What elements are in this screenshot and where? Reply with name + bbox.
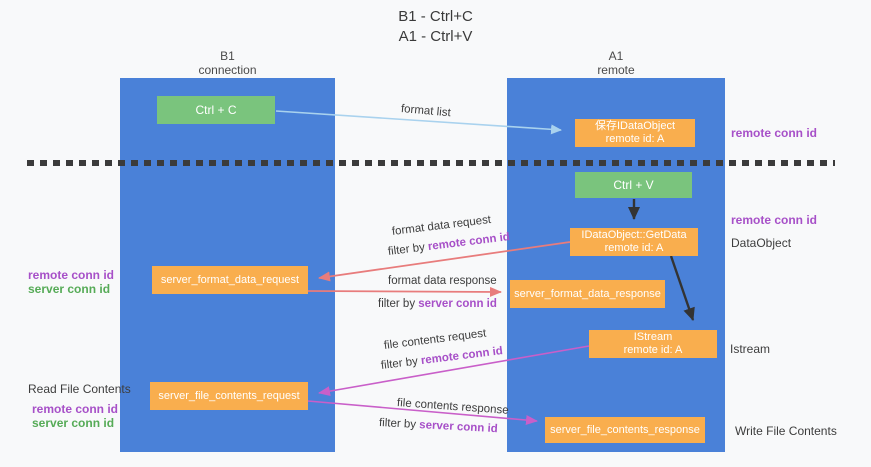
- remote-conn-id-text: remote conn id: [427, 231, 511, 254]
- server-format-data-request-box: server_format_data_request: [152, 266, 308, 294]
- server-file-contents-request-label: server_file_contents_request: [158, 389, 300, 402]
- copy-paste-divider-line: [27, 160, 835, 166]
- ctrl-c-label: Ctrl + C: [195, 102, 237, 117]
- filter-by-text: filter by: [378, 298, 419, 310]
- getdata-line1: IDataObject::GetData: [581, 229, 687, 241]
- getdata-box: IDataObject::GetData remote id: A: [570, 228, 698, 256]
- saved-dataobject-line2: remote id: A: [605, 133, 665, 145]
- diagram-title: B1 - Ctrl+C A1 - Ctrl+V: [0, 7, 871, 47]
- server-conn-id-text: server conn id: [418, 419, 499, 436]
- ctrl-v-label: Ctrl + V: [613, 177, 654, 192]
- server-file-contents-response-label: server_file_contents_response: [550, 423, 700, 436]
- istream-line1: IStream: [633, 331, 673, 343]
- title-line-1: B1 - Ctrl+C: [398, 8, 473, 25]
- b1-column-title: B1: [220, 49, 235, 63]
- file-contents-response-label: file contents response: [396, 397, 510, 417]
- write-file-contents-label: Write File Contents: [735, 424, 837, 438]
- server-file-contents-request-box: server_file_contents_request: [150, 382, 308, 410]
- right-clipboard-remote-conn-id-label: remote conn id: [731, 126, 818, 140]
- ctrl-c-box: Ctrl + C: [157, 96, 275, 124]
- left-file-remote-conn-id-label: remote conn id: [32, 402, 119, 416]
- server-format-data-response-box: server_format_data_response: [510, 280, 665, 308]
- istream-side-label: Istream: [730, 342, 771, 356]
- a1-column-header: A1 remote: [507, 49, 725, 77]
- format-data-response-arrow: [307, 286, 502, 297]
- format-list-label: format list: [400, 103, 452, 120]
- ctrl-v-box: Ctrl + V: [575, 172, 692, 198]
- filter-by-text: filter by: [387, 241, 429, 258]
- format-data-response-filter-label: filter by server conn id: [378, 298, 497, 310]
- filter-by-text: filter by: [380, 355, 422, 372]
- server-conn-id-text: server conn id: [418, 298, 497, 310]
- filter-by-text: filter by: [378, 417, 420, 432]
- left-format-remote-conn-id-label: remote conn id: [28, 268, 115, 282]
- b1-column-subtitle: connection: [198, 63, 257, 77]
- server-file-contents-response-box: server_file_contents_response: [545, 417, 705, 443]
- dataobject-label: DataObject: [731, 236, 792, 250]
- getdata-line2: remote id: A: [604, 242, 664, 254]
- right-paste-remote-conn-id-label: remote conn id: [731, 213, 818, 227]
- saved-dataobject-line1: 保存IDataObject: [594, 120, 676, 132]
- file-contents-response-filter-label: filter by server conn id: [379, 417, 498, 435]
- istream-line2: remote id: A: [623, 344, 683, 356]
- istream-box: IStream remote id: A: [589, 330, 717, 358]
- title-line-2: A1 - Ctrl+V: [398, 28, 473, 45]
- format-data-response-label: format data response: [388, 275, 497, 287]
- saved-dataobject-box: 保存IDataObject remote id: A: [575, 119, 695, 147]
- a1-column-title: A1: [608, 49, 624, 63]
- server-format-data-response-label: server_format_data_response: [514, 287, 661, 300]
- server-format-data-request-label: server_format_data_request: [160, 273, 300, 286]
- left-file-server-conn-id-label: server conn id: [32, 416, 115, 430]
- a1-column-subtitle: remote: [597, 63, 635, 77]
- b1-column-header: B1 connection: [120, 49, 335, 77]
- remote-conn-id-text: remote conn id: [420, 345, 504, 368]
- read-file-contents-label: Read File Contents: [28, 382, 131, 396]
- left-format-server-conn-id-label: server conn id: [28, 282, 111, 296]
